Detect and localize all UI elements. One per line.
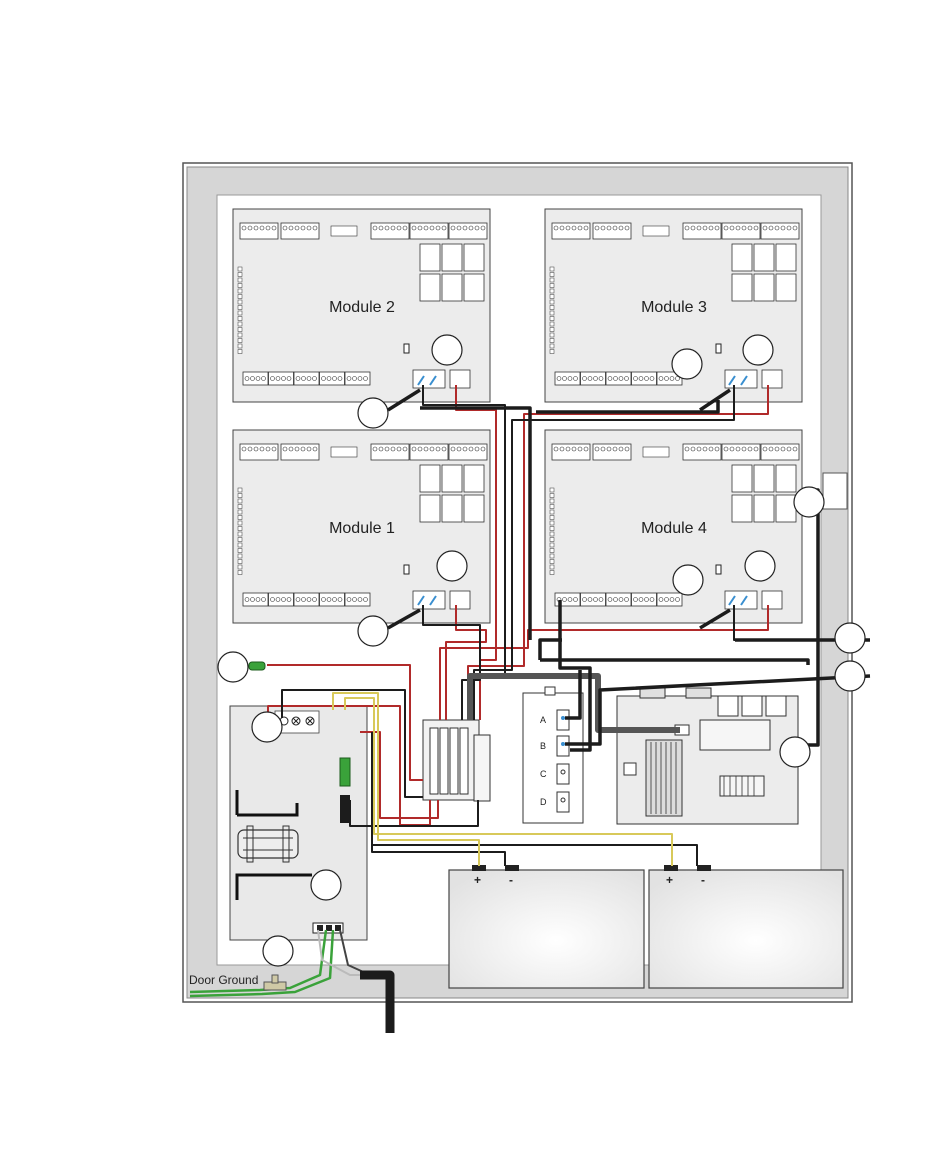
- battery-left: + -: [449, 865, 644, 988]
- callout-circle: [794, 487, 824, 517]
- battery-left-negative: -: [509, 873, 513, 887]
- door-ground-label: Door Ground: [189, 973, 258, 987]
- module-2-label: Module 2: [329, 299, 395, 316]
- callout-circle: [780, 737, 810, 767]
- aux-channel-a-label: A: [540, 715, 546, 725]
- battery-right-positive: +: [666, 873, 673, 887]
- callout-circle: [745, 551, 775, 581]
- callout-circle: [437, 551, 467, 581]
- module-2-board: Module 2: [233, 209, 490, 402]
- module-1-label: Module 1: [329, 520, 395, 537]
- controller-board: [617, 688, 798, 824]
- aux-channel-d-label: D: [540, 797, 547, 807]
- module-4-board: Module 4: [545, 430, 802, 623]
- callout-circle: [311, 870, 341, 900]
- module-3-label: Module 3: [641, 299, 707, 316]
- callout-circle: [672, 349, 702, 379]
- module-3-board: Module 3: [545, 209, 802, 402]
- module-1-board: Module 1: [233, 430, 490, 623]
- aux-relay-module: A B C D: [523, 687, 583, 823]
- aux-channel-b-label: B: [540, 741, 546, 751]
- power-supply-board: [230, 706, 367, 940]
- callout-circle: [358, 398, 388, 428]
- callout-circle: [743, 335, 773, 365]
- callout-circle: [835, 623, 865, 653]
- callout-circle: [432, 335, 462, 365]
- aux-channel-c-label: C: [540, 769, 547, 779]
- callout-circle: [252, 712, 282, 742]
- callout-circle: [263, 936, 293, 966]
- status-led: [249, 662, 265, 670]
- callout-circle: [835, 661, 865, 691]
- battery-right-negative: -: [701, 873, 705, 887]
- module-4-label: Module 4: [641, 520, 707, 537]
- callout-circle: [673, 565, 703, 595]
- battery-right: + -: [649, 865, 843, 988]
- callout-circle: [218, 652, 248, 682]
- battery-left-positive: +: [474, 873, 481, 887]
- callout-circle: [358, 616, 388, 646]
